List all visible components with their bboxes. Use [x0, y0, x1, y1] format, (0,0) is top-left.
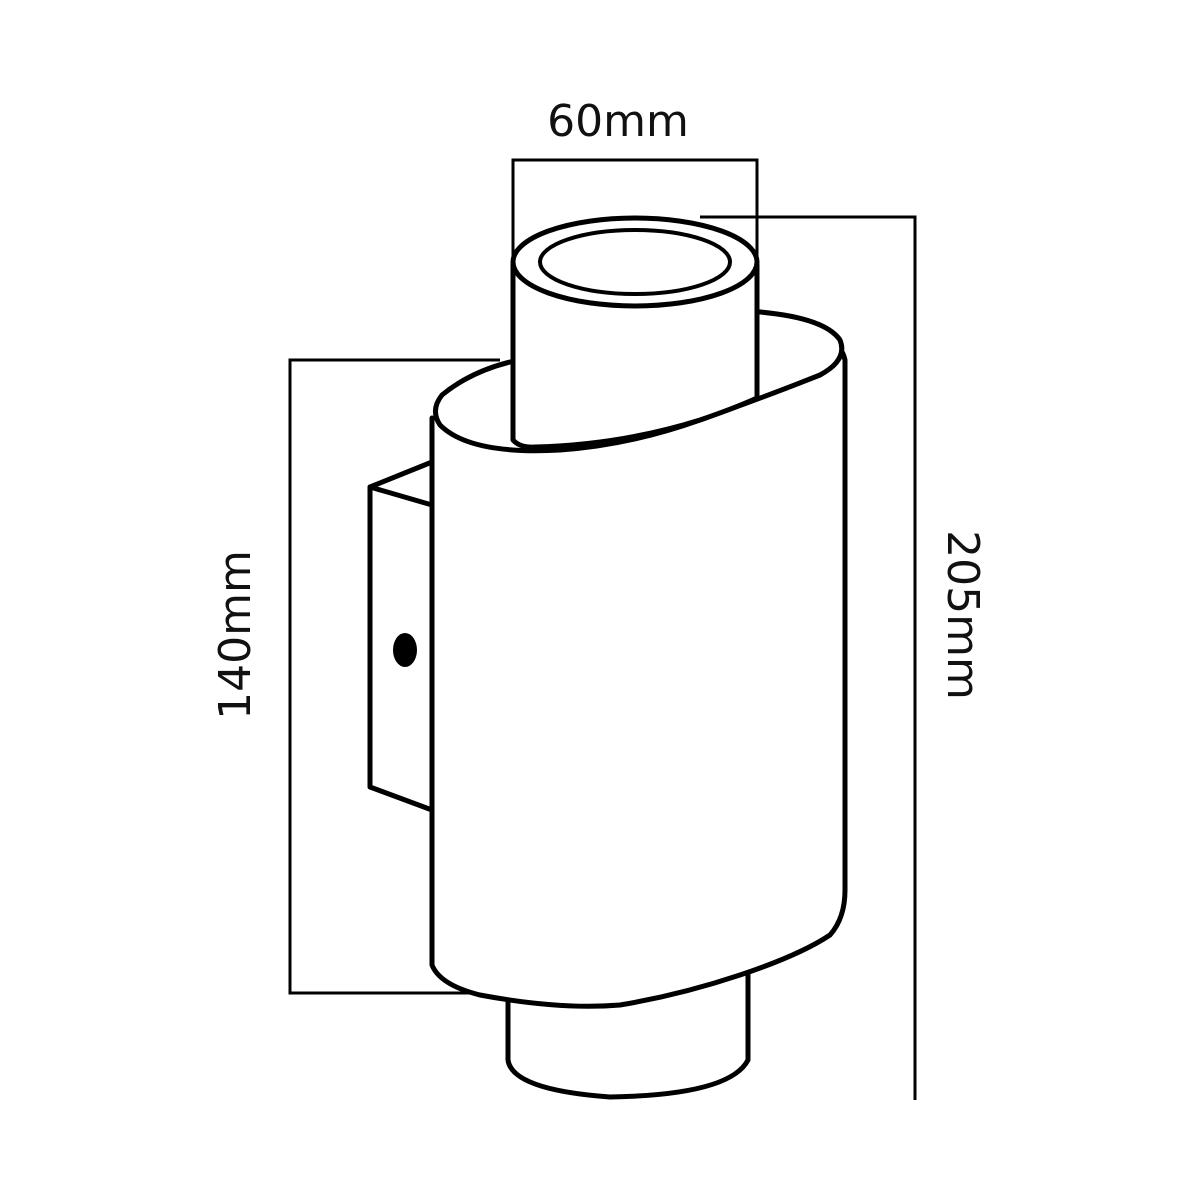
total-height-label: 205mm: [937, 530, 988, 700]
body-height-label: 140mm: [210, 550, 261, 720]
top-cylinder-inner-rim: [538, 228, 732, 296]
body-height-dimension-line: [288, 358, 500, 995]
mount-screw-hole: [393, 633, 417, 667]
total-height-dimension-line: [700, 215, 917, 1100]
top-cylinder-outer-rim: [510, 215, 760, 309]
width-dimension-line: [511, 158, 759, 260]
width-label: 60mm: [547, 96, 689, 147]
top-cylinder: [510, 262, 760, 450]
main-body: [429, 309, 848, 1009]
wall-mount-bracket: [367, 459, 435, 813]
